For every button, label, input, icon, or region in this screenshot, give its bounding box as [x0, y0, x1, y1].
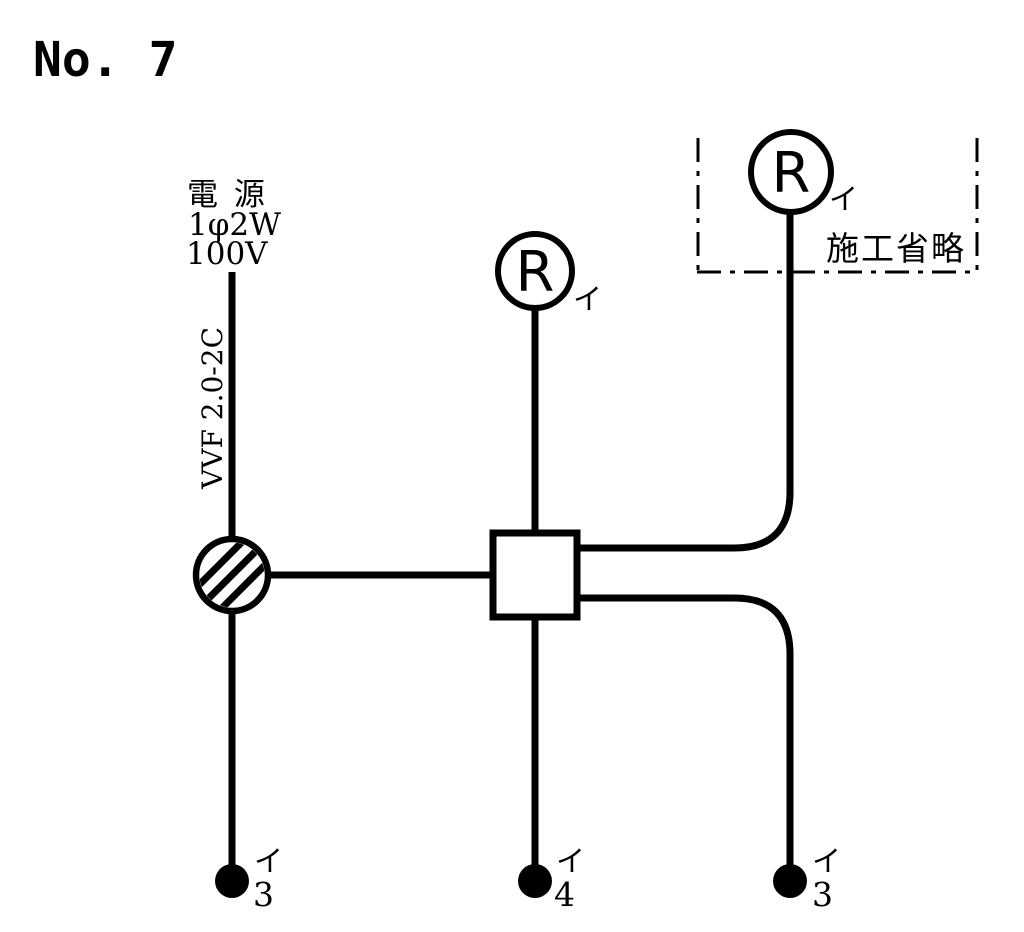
cable-end-left: イ 3 — [215, 844, 283, 914]
lamp-receptacle-omitted-circuit-label: イ — [829, 182, 858, 216]
cable-end-right-conductor-count: 3 — [812, 875, 833, 914]
lamp-receptacle-center: R イ — [495, 231, 602, 316]
power-source-icon — [192, 535, 272, 615]
wire-box-to-omitted-lamp — [574, 209, 794, 552]
cable-end-center-conductor-count: 4 — [554, 875, 575, 914]
cable-type-label: VVF 2.0-2C — [196, 327, 229, 490]
lamp-receptacle-center-circle — [495, 231, 575, 311]
cable-end-right: イ 3 — [773, 844, 841, 914]
lamp-receptacle-omitted-circle — [748, 129, 834, 215]
cable-end-right-circuit-label: イ — [812, 844, 841, 878]
power-source-voltage-label: 100V — [186, 236, 268, 272]
lamp-receptacle-center-letter: R — [516, 240, 555, 305]
cable-end-center-circuit-label: イ — [556, 844, 585, 878]
cable-end-left-conductor-count: 3 — [253, 875, 274, 914]
lamp-receptacle-omitted-letter: R — [772, 141, 811, 206]
wire-box-to-right-cable-end — [574, 594, 794, 866]
power-source-name-label: 電 源 — [187, 177, 265, 213]
cable-end-left-dot — [215, 864, 249, 898]
cable-end-left-circuit-label: イ — [254, 844, 283, 878]
cable-end-center-dot — [518, 864, 552, 898]
cable-end-center: イ 4 — [518, 844, 585, 914]
cable-end-right-dot — [773, 864, 807, 898]
page-title: No. 7 — [33, 32, 178, 88]
omission-area-label: 施工省略 — [826, 229, 966, 268]
hatch-line — [199, 542, 265, 608]
junction-box-icon — [489, 529, 581, 621]
hatch-line — [199, 542, 265, 608]
power-source-phase-label: 1φ2W — [188, 207, 281, 243]
lamp-receptacle-center-circuit-label: イ — [573, 282, 602, 316]
omission-area: 施工省略 — [696, 138, 979, 274]
lamp-receptacle-omitted: R イ — [748, 129, 858, 216]
